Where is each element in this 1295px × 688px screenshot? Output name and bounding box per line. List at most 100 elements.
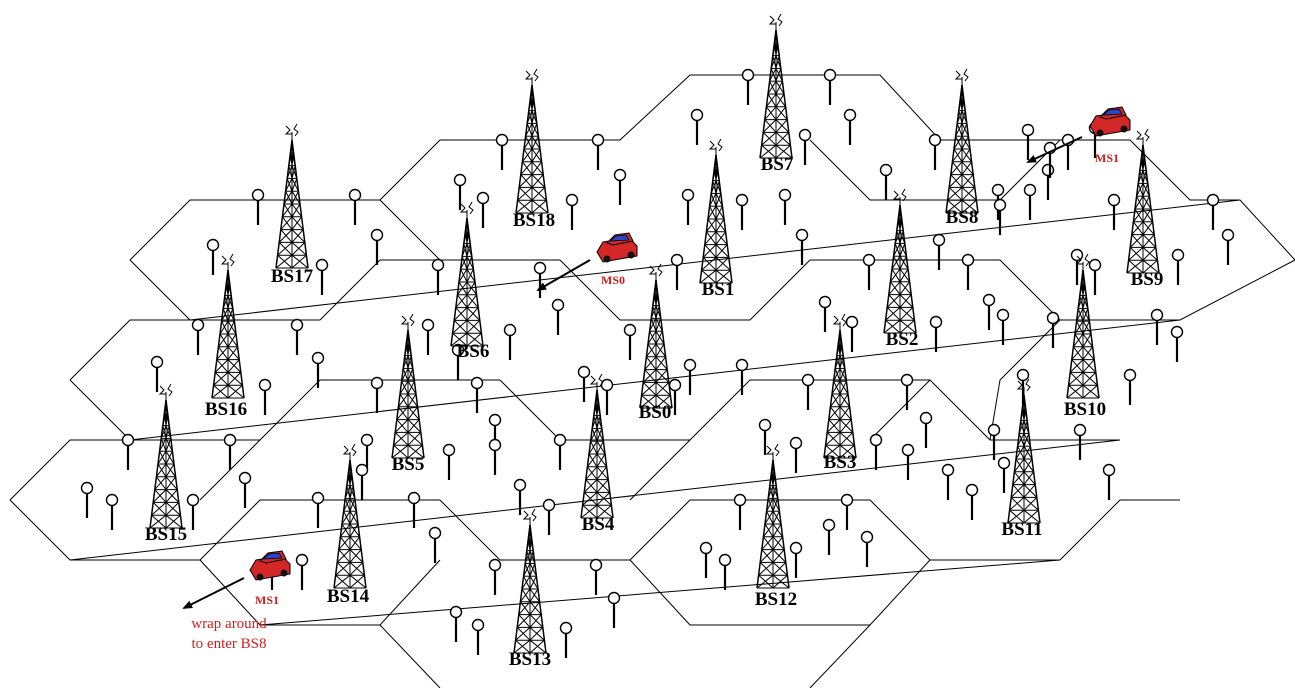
- post-icon: [919, 411, 933, 448]
- cell-boundary: [129, 319, 1181, 441]
- tower-icon: [149, 383, 183, 529]
- car-icon: [1089, 106, 1131, 137]
- post-icon: [551, 298, 565, 335]
- base-station-label: BS11: [1001, 519, 1042, 540]
- post-icon: [1070, 248, 1084, 285]
- post-icon: [258, 378, 272, 415]
- post-icon: [801, 373, 815, 410]
- post-icon: [370, 228, 384, 265]
- post-icon: [421, 318, 435, 355]
- post-icon: [699, 541, 713, 578]
- tower-icon: [391, 313, 425, 459]
- base-station-label: BS3: [824, 452, 857, 473]
- post-icon: [251, 188, 265, 225]
- post-icon: [758, 418, 772, 455]
- base-station-label: BS17: [271, 266, 314, 287]
- tower-icon: [759, 13, 793, 159]
- car-icon: [596, 232, 638, 263]
- post-icon: [495, 133, 509, 170]
- post-icon: [1123, 368, 1137, 405]
- cell-boundary: [629, 439, 691, 501]
- post-icon: [879, 163, 893, 200]
- tower-icon: [275, 123, 309, 269]
- post-icon: [668, 378, 682, 415]
- post-icon: [798, 128, 812, 165]
- tower-icon: [580, 373, 614, 519]
- post-icon: [238, 471, 252, 508]
- post-icon: [513, 478, 527, 515]
- post-icon: [488, 558, 502, 595]
- post-icon: [823, 68, 837, 105]
- tower-icon: [639, 263, 673, 409]
- post-icon: [223, 433, 237, 470]
- post-icon: [476, 191, 490, 228]
- post-icon: [150, 355, 164, 392]
- post-icon: [929, 315, 943, 352]
- post-icon: [778, 188, 792, 225]
- mobile-station-label: MS1: [1095, 151, 1119, 165]
- cell-boundary: [559, 259, 1295, 321]
- post-icon: [311, 351, 325, 388]
- tower-icon: [450, 201, 484, 347]
- post-icon: [900, 373, 914, 410]
- post-icon: [105, 493, 119, 530]
- cell-boundary: [69, 319, 190, 381]
- cell-boundary: [379, 199, 441, 261]
- post-icon: [840, 493, 854, 530]
- cell-boundary: [189, 199, 1241, 321]
- cell-boundary: [869, 379, 931, 441]
- post-icon: [1150, 308, 1164, 345]
- base-station-label: BS8: [946, 207, 979, 228]
- cell-boundary: [259, 559, 1061, 626]
- cell-boundary: [69, 439, 1121, 561]
- post-icon: [845, 315, 859, 352]
- cell-boundary: [199, 559, 441, 626]
- cell-boundary: [439, 499, 1180, 561]
- post-icon: [862, 253, 876, 290]
- post-icon: [290, 318, 304, 355]
- tower-icon: [211, 253, 245, 399]
- post-icon: [941, 463, 955, 500]
- base-station-label: BS0: [639, 402, 672, 423]
- post-icon: [1023, 183, 1037, 220]
- cell-boundary: [989, 319, 1061, 441]
- cell-boundary: [809, 624, 871, 688]
- post-icon: [613, 168, 627, 205]
- post-icon: [822, 518, 836, 555]
- post-icon: [718, 553, 732, 590]
- tower-icon: [515, 68, 549, 214]
- post-icon: [993, 198, 1007, 235]
- post-icon: [1170, 325, 1184, 362]
- post-icon: [735, 358, 749, 395]
- tower-icon: [1066, 253, 1100, 399]
- base-station-labels: BS0BS1BS2BS3BS4BS5BS6BS7BS8BS9BS10BS11BS…: [145, 154, 1164, 670]
- cell-boundary: [69, 379, 500, 441]
- base-station-label: BS13: [509, 649, 551, 670]
- base-station-label: BS4: [582, 514, 615, 535]
- post-icon: [860, 530, 874, 567]
- post-icon: [733, 493, 747, 530]
- post-icon: [191, 318, 205, 355]
- post-icon: [407, 491, 421, 528]
- tower-icon: [883, 188, 917, 334]
- post-icon: [1206, 193, 1220, 230]
- post-icon: [488, 438, 502, 475]
- post-icon: [565, 193, 579, 230]
- post-icon: [735, 193, 749, 230]
- movement-arrow: [1026, 136, 1083, 163]
- mobile-station-label: MS1: [255, 593, 279, 607]
- post-icon: [843, 108, 857, 145]
- base-station-label: BS9: [1131, 269, 1164, 290]
- post-icon: [1061, 133, 1075, 170]
- post-icon: [607, 591, 621, 628]
- post-icon: [315, 258, 329, 295]
- post-icon: [431, 258, 445, 295]
- post-icon: [360, 433, 374, 470]
- tower-icon: [699, 138, 733, 284]
- mobile-station-label: MS0: [601, 273, 625, 287]
- small-cell-posts: [80, 68, 1235, 658]
- post-icon: [789, 436, 803, 473]
- post-icon: [355, 463, 369, 500]
- post-icon: [1021, 123, 1035, 160]
